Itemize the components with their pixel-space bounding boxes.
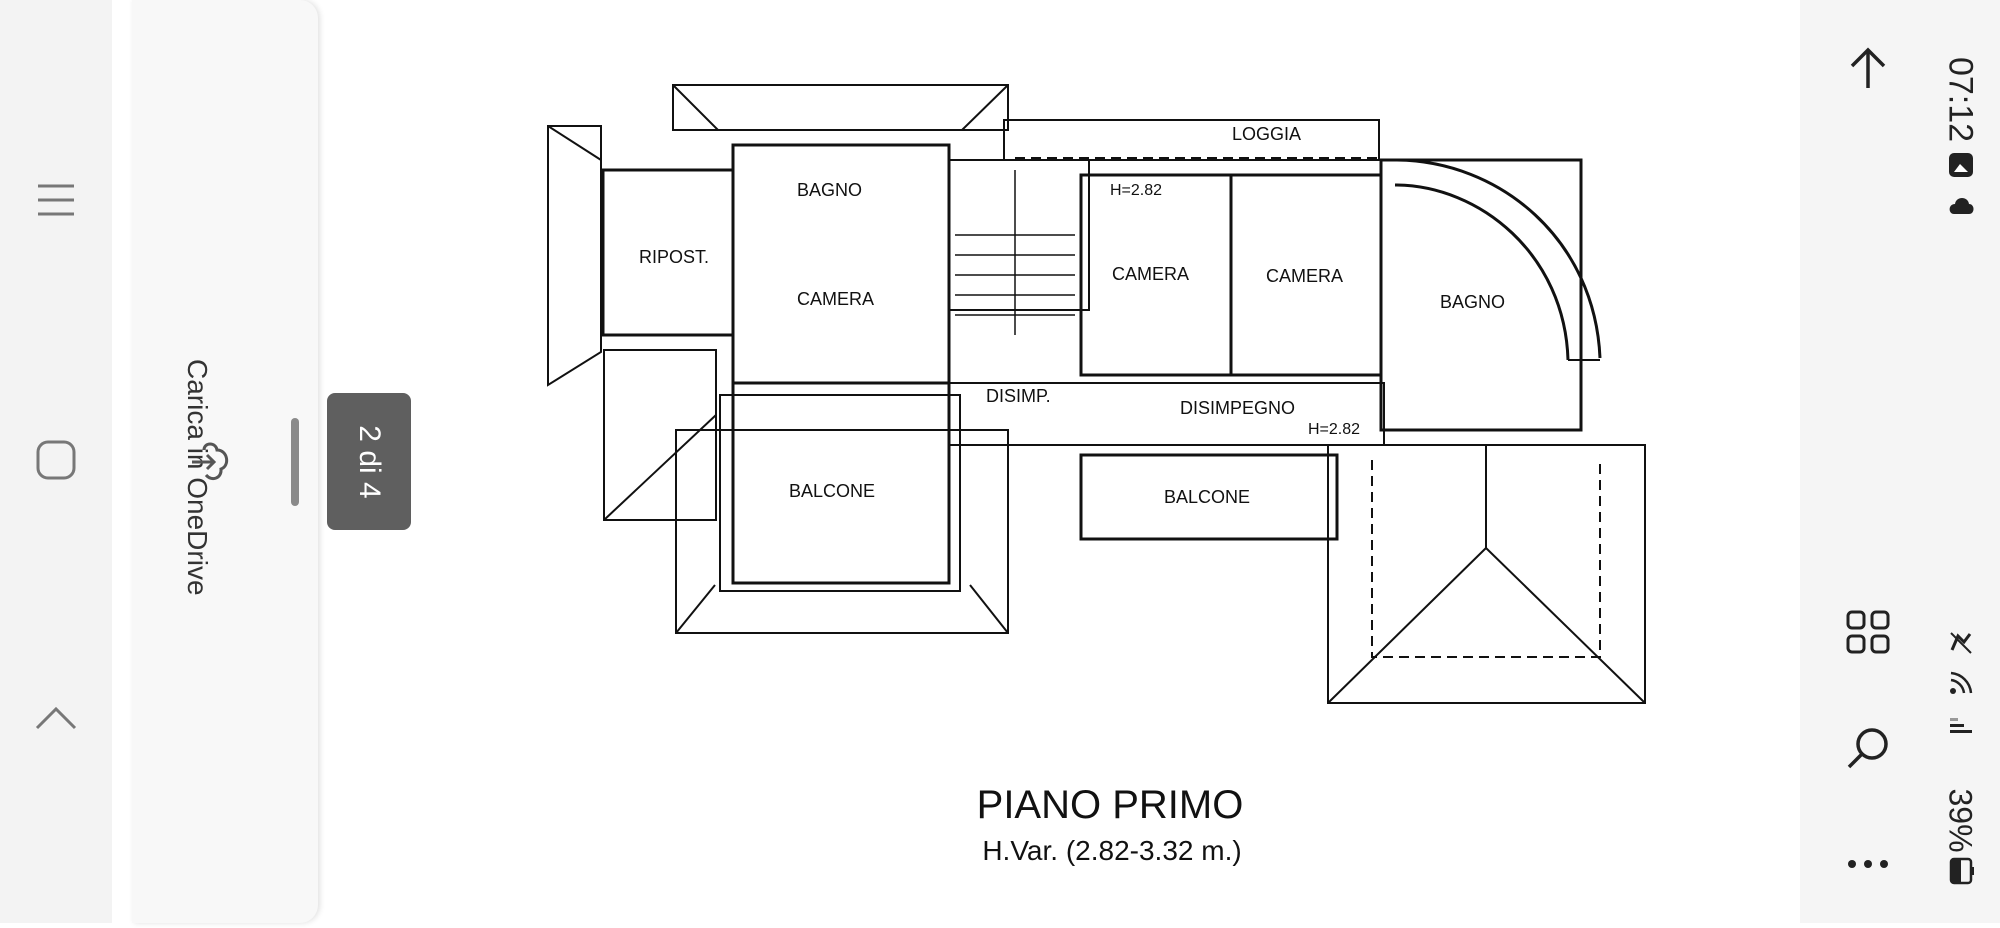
more-options-button[interactable]: [1836, 832, 1900, 896]
floor-plan-drawing: BAGNO RIPOST. CAMERA H=2.82 CAMERA CAMER…: [547, 84, 1646, 866]
home-button[interactable]: [28, 432, 84, 488]
wifi-icon: [1946, 668, 1976, 698]
document-page: BAGNO RIPOST. CAMERA H=2.82 CAMERA CAMER…: [330, 0, 1800, 923]
side-panel: [132, 0, 318, 923]
search-icon: [1847, 728, 1888, 769]
page-counter: 2 di 4: [327, 393, 411, 530]
room-label-disimp: DISIMP.: [986, 386, 1051, 406]
gallery-icon: [1946, 150, 1976, 180]
chevron-up-icon: [35, 706, 77, 730]
room-label-bagno-1: BAGNO: [797, 180, 862, 200]
recent-apps-button[interactable]: [28, 172, 84, 228]
room-label-camera-3: CAMERA: [1266, 266, 1343, 286]
status-bar: 07:12 39%: [1920, 0, 2000, 923]
menu-lines-icon: [38, 184, 74, 216]
room-label-ripost: RIPOST.: [639, 247, 709, 267]
system-nav-bar: [0, 0, 112, 923]
arrow-up-icon: [1850, 47, 1886, 88]
room-label-camera-1: CAMERA: [797, 289, 874, 309]
room-label-camera-2: CAMERA: [1112, 264, 1189, 284]
floor-plan-subtitle: H.Var. (2.82-3.32 m.): [982, 835, 1241, 866]
more-icon: [1848, 860, 1888, 868]
panel-drag-handle[interactable]: [291, 418, 299, 506]
grid-icon: [1846, 610, 1890, 654]
status-time: 07:12: [1941, 56, 1980, 143]
mute-icon: [1946, 628, 1976, 658]
scroll-top-button[interactable]: [1836, 36, 1900, 100]
floor-plan-title: PIANO PRIMO: [977, 783, 1244, 827]
back-button[interactable]: [28, 690, 84, 746]
cloud-upload-icon: [192, 442, 229, 481]
thumbnails-button[interactable]: [1836, 600, 1900, 664]
upload-onedrive-button[interactable]: Carica in OneDrive: [140, 340, 229, 596]
room-label-balcone-2: BALCONE: [1164, 487, 1250, 507]
signal-icon: [1946, 708, 1976, 738]
room-label-disimpegno: DISIMPEGNO: [1180, 398, 1295, 418]
room-label-bagno-2: BAGNO: [1440, 292, 1505, 312]
height-label-top: H=2.82: [1110, 182, 1162, 199]
cloud-icon: [1946, 190, 1976, 220]
page-counter-label: 2 di 4: [353, 425, 386, 499]
room-label-balcone-1: BALCONE: [789, 481, 875, 501]
height-label-bottom: H=2.82: [1308, 421, 1360, 438]
room-label-loggia: LOGGIA: [1232, 124, 1301, 144]
home-square-icon: [36, 440, 76, 480]
search-button[interactable]: [1836, 716, 1900, 780]
battery-icon: [1946, 855, 1976, 885]
